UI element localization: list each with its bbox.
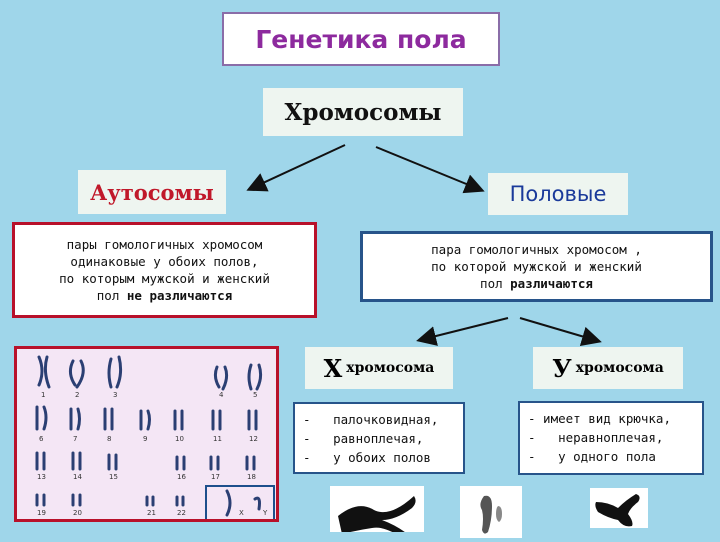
karyo-label-7: 7 [73,435,77,443]
autosomes-desc-line-4: пол не различаются [15,287,314,304]
sex-desc-line-3: пол различаются [363,275,710,292]
chromosome-x [225,489,232,517]
y-traits-list: - имеет вид крючка, - неравноплечая, - у… [518,401,704,475]
karyo-label-16: 16 [177,473,186,481]
karyo-label-19: 19 [37,509,46,517]
arrow-to-x [416,317,509,346]
karyo-label-y: Y [262,509,268,517]
chromosome-4 [213,365,221,389]
y-trait-3: - у одного пола [528,449,656,464]
sex-description: пара гомологичных хромосом , по которой … [360,231,713,302]
karyotype-svg: 1 2 3 4 5 6 7 8 9 10 11 12 13 14 15 16 1… [35,355,268,517]
x-word: хромосома [346,360,435,376]
karyo-label-5: 5 [253,391,257,399]
karyo-label-6: 6 [39,435,44,443]
chromosome-1 [37,355,44,387]
y-chromosome-shape [480,495,502,534]
arrow-to-sex [375,146,485,194]
karyo-label-2: 2 [75,391,79,399]
karyo-label-9: 9 [143,435,147,443]
y-trait-2: - неравноплечая, [528,430,664,445]
y-chromosome-heading: У хромосома [533,347,683,389]
arrow-to-y [519,317,602,347]
karyo-label-12: 12 [249,435,258,443]
karyo-label-13: 13 [37,473,46,481]
karyo-label-10: 10 [175,435,184,443]
xy-inset-frame [205,485,275,519]
karyo-label-22: 22 [177,509,186,517]
x-traits-list: - палочковидная, - равноплечая, - у обои… [293,402,465,474]
chromosome-7b [76,407,81,431]
chromosome-y [253,496,261,511]
autosomes-desc-line-2: одинаковые у обоих полов, [70,254,259,269]
chromosomes-heading: Хромосомы [263,88,463,136]
sex-desc-bold: различаются [510,276,593,291]
chromosome-4b [221,365,229,391]
autosomes-desc-bold: не различаются [126,288,233,303]
chromosome-9b [146,409,151,431]
autosomes-desc-line-1: пары гомологичных хромосом [66,237,263,252]
x-trait-3: - у обоих полов [303,450,431,465]
x-trait-2: - равноплечая, [303,431,424,446]
chromosome-2 [68,359,77,387]
sex-chromosomes-heading: Половые [488,173,628,215]
x-trait-1: - палочковидная, [303,412,439,427]
karyo-label-8: 8 [107,435,111,443]
y-chromosome-photo [460,486,522,538]
y-chromosome-photo-2 [590,488,648,528]
chromosome-5 [247,363,253,391]
page-title: Генетика пола [222,12,500,66]
autosomes-heading: Аутосомы [78,170,226,214]
karyo-label-1: 1 [41,391,45,399]
karyo-label-17: 17 [211,473,220,481]
karyo-label-14: 14 [73,473,82,481]
y-chromosome-shape-2 [595,494,640,527]
karyo-label-15: 15 [109,473,118,481]
chromosome-3b [115,355,123,389]
y-word: хромосома [575,360,664,376]
karyo-label-18: 18 [247,473,256,481]
karyo-label-20: 20 [73,509,82,517]
autosomes-description: пары гомологичных хромосом одинаковые у … [12,222,317,318]
autosomes-desc-prefix: пол [96,288,127,303]
karyotype-image: 1 2 3 4 5 6 7 8 9 10 11 12 13 14 15 16 1… [14,346,279,522]
karyo-label-x: X [239,509,244,517]
karyo-label-4: 4 [219,391,224,399]
autosomes-desc-line-3: по которым мужской и женский [59,271,270,286]
chromosome-5b [255,363,263,391]
sex-desc-line-2: по которой мужской и женский [431,259,642,274]
x-chromosome-photo [330,486,424,538]
sex-desc-prefix: пол [480,276,511,291]
x-chromosome-shape [338,496,416,538]
chromosome-1b [43,355,51,389]
x-chromosome-heading: Х хромосома [305,347,453,389]
x-letter: Х [323,353,343,383]
arrow-to-autosomes [246,144,346,192]
karyo-label-3: 3 [113,391,117,399]
karyo-label-11: 11 [213,435,222,443]
sex-desc-line-1: пара гомологичных хромосом , [431,242,642,257]
chromosome-6b [42,405,48,431]
karyo-label-21: 21 [147,509,156,517]
y-trait-1: - имеет вид крючка, [528,411,671,426]
y-letter: У [552,353,572,383]
chromosome-2b [75,359,85,389]
chromosome-3 [107,357,113,389]
